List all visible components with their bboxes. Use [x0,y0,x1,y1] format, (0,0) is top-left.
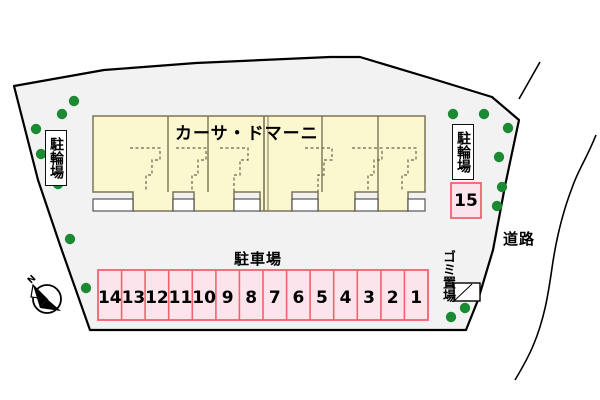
car-parking-label: 駐車場 [234,250,283,268]
building-stair-marks [130,147,417,192]
apartment-building [92,115,426,212]
parking-stall-label: 1 [410,288,423,308]
tree-dots [30,95,514,323]
road-edge-lines [514,61,597,381]
road-label: 道路 [503,230,536,248]
parking-stall-label: 8 [245,288,258,308]
parking-stall-label: 4 [339,288,352,308]
svg-text:N: N [26,274,38,286]
building-name-label: カーサ・ドマーニ [175,124,319,144]
bike-parking-right-label[interactable]: 駐輪場 [452,124,474,180]
garbage-area-box[interactable] [453,282,481,302]
parking-stall-label: 11 [168,288,193,308]
parking-stall-label: 2 [386,288,399,308]
parking-stall-label: 7 [268,288,281,308]
parking-stall-label: 9 [221,288,234,308]
parking-stall-label: 13 [121,288,146,308]
parking-stall-label: 3 [363,288,376,308]
parking-stall-label: 5 [315,288,328,308]
building-balconies [92,198,426,212]
parking-row [97,269,429,321]
parking-stall-label: 14 [97,288,122,308]
parking-stall-label: 10 [192,288,216,308]
building-unit-dividers [167,116,379,211]
garbage-area-label: ゴミ置場 [440,250,455,302]
bike-parking-left-label[interactable]: 駐輪場 [45,130,67,186]
reserved-stall-15[interactable] [450,182,482,219]
compass-rose: N [26,274,62,314]
parking-stall-label: 6 [292,288,305,308]
parking-stall-label: 12 [145,288,169,308]
reserved-stall-15-label: 15 [454,190,478,211]
